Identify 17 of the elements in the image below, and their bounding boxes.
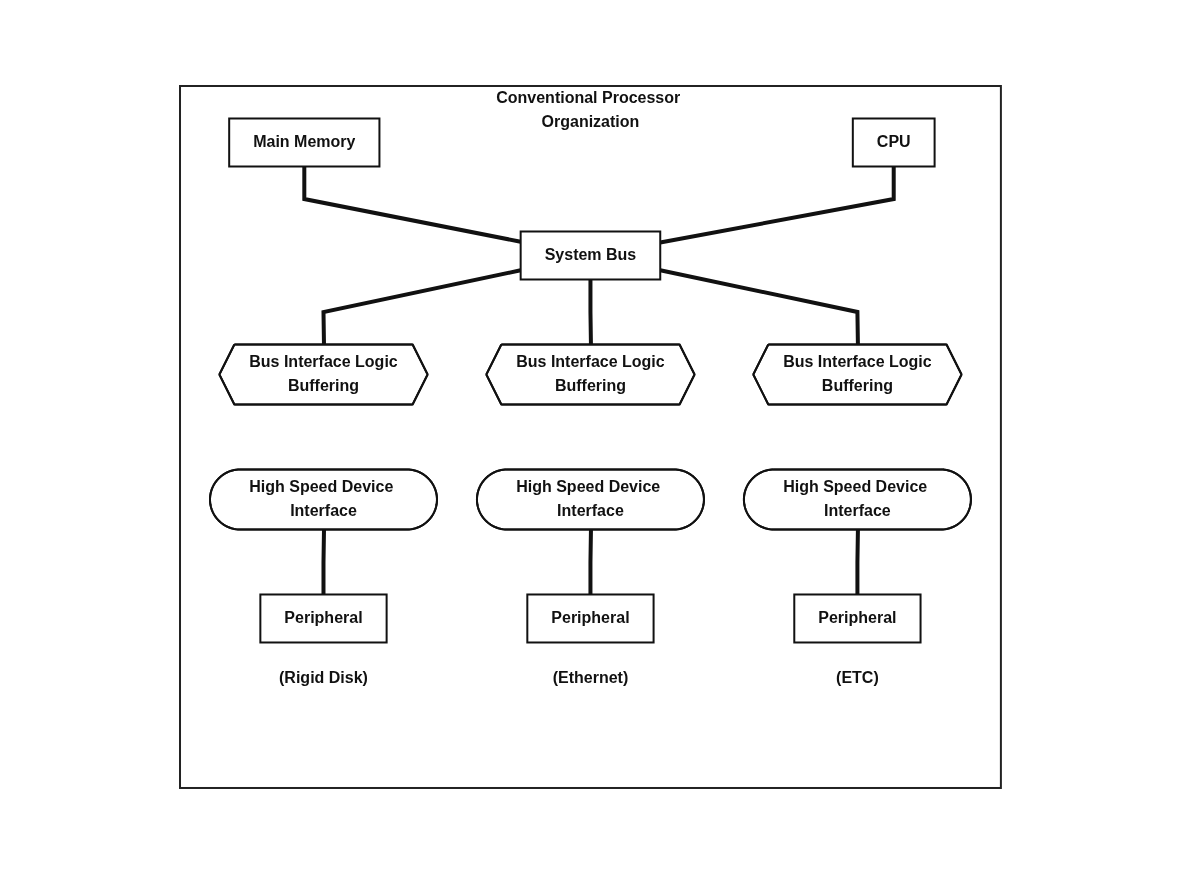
connector	[854, 529, 860, 595]
node-box: System Bus	[519, 230, 661, 281]
node-box: Peripheral	[525, 593, 655, 644]
node-label: (Rigid Disk)	[278, 669, 368, 687]
connector	[659, 166, 896, 245]
connector	[588, 529, 593, 595]
connector	[301, 166, 521, 244]
connector	[321, 268, 521, 346]
node-label: (Ethernet)	[552, 669, 628, 687]
node-box: Peripheral	[792, 593, 922, 644]
node-box: Peripheral	[258, 593, 388, 644]
connector	[321, 529, 326, 595]
node-box: CPU	[851, 117, 936, 168]
connector	[588, 279, 593, 345]
node-label: (ETC)	[835, 669, 879, 687]
node-box: Main Memory	[227, 117, 380, 168]
connector	[659, 268, 860, 345]
